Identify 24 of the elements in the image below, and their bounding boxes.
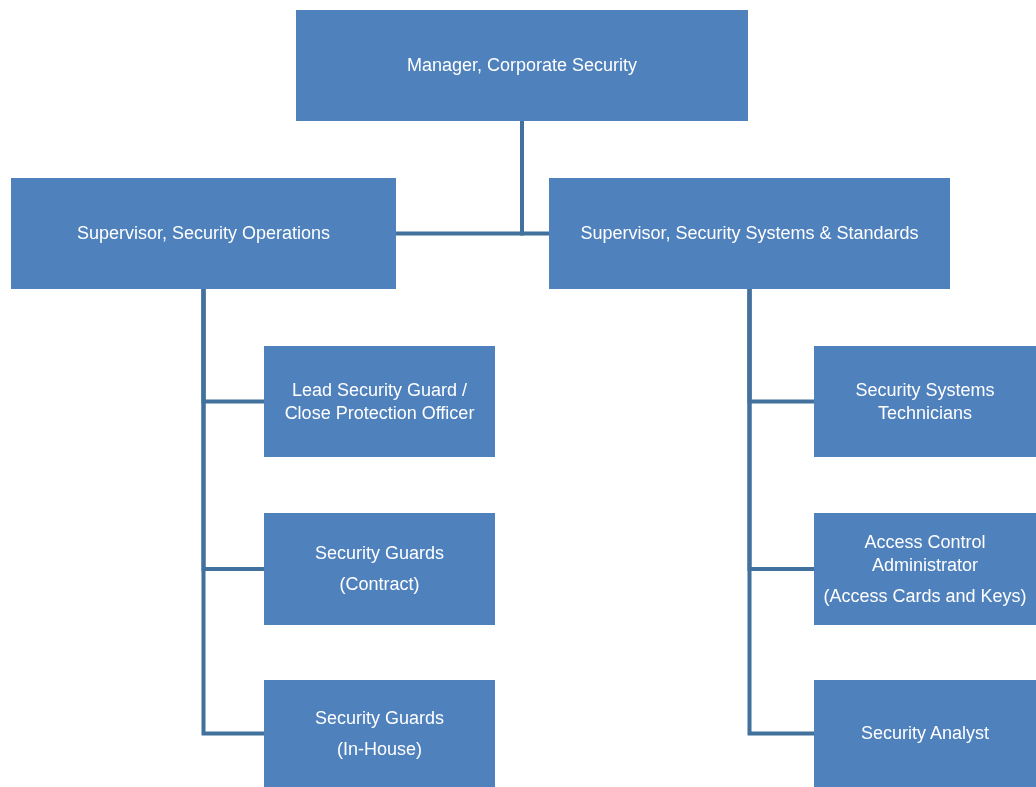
role-title: Security Guards [314, 542, 445, 565]
role-title: (Contract) [339, 573, 420, 596]
org-box [814, 680, 1036, 787]
role-title: Lead Security Guard / Close Protection Officer [283, 378, 476, 425]
org-box [814, 346, 1036, 457]
connector-line [520, 121, 549, 236]
org-box [264, 680, 495, 787]
org-box [814, 513, 1036, 625]
role-title: (In-House) [337, 737, 422, 761]
role-title: Security Guards [314, 706, 445, 730]
role-title: Supervisor, Security Operations [76, 222, 331, 245]
org-box [296, 10, 748, 121]
role-title: Supervisor, Security Systems & Standards [580, 222, 919, 245]
role-title: Security Systems Technicians [854, 378, 996, 425]
role-title: Access Control Administrator [863, 530, 987, 577]
org-box [11, 178, 396, 289]
role-title: (Access Cards and Keys) [823, 584, 1027, 608]
connector-line [201, 289, 264, 736]
org-box [264, 513, 495, 625]
role-title: Security Analyst [860, 722, 990, 745]
connector-line [747, 289, 814, 736]
role-title: Manager, Corporate Security [406, 54, 638, 77]
org-box [549, 178, 950, 289]
org-box [264, 346, 495, 457]
